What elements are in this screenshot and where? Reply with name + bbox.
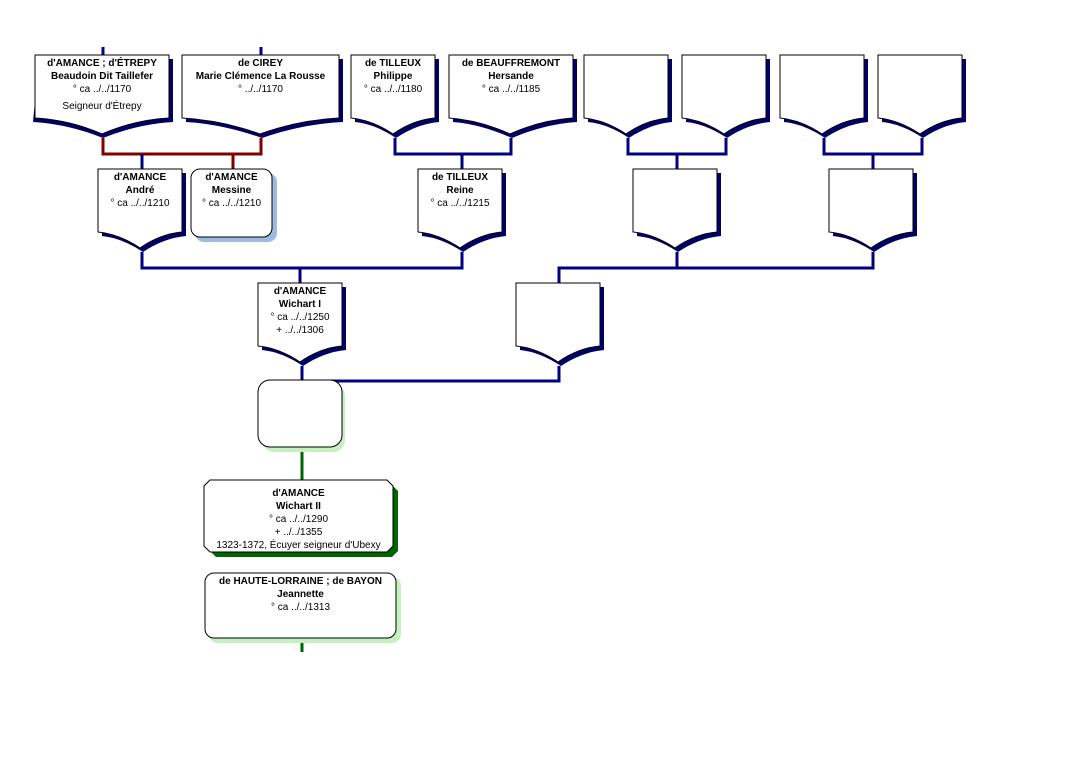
surname: de TILLEUX: [431, 172, 489, 183]
box-descendant: [203, 479, 398, 557]
box-andre[interactable]: [97, 168, 183, 249]
person-marie-clemence: de CIREY Marie Clémence La Rousse ° ../.…: [182, 56, 339, 96]
death-date: + ../../1306: [276, 325, 324, 336]
surname: d'AMANCE: [272, 488, 325, 499]
couple-line-empty-1: [626, 138, 728, 170]
birth-date: ° ca ../../1313: [270, 602, 331, 613]
box-jeannette[interactable]: [204, 572, 397, 639]
birth-date: ° ca ../../1210: [110, 198, 170, 209]
surname: de HAUTE-LORRAINE ; de BAYON: [219, 576, 382, 587]
birth-date: ° ca ../../1185: [481, 84, 541, 95]
box-center-person[interactable]: [257, 379, 343, 448]
birth-date: ° ca ../../1180: [363, 84, 423, 95]
couple-line-wichart1: [140, 252, 464, 284]
person-messine: d'AMANCE Messine ° ca ../../1210: [191, 170, 272, 210]
box-gen3: [97, 168, 917, 252]
box-philippe[interactable]: [350, 54, 436, 135]
surname: de TILLEUX: [364, 58, 422, 69]
given-name: Beaudoin Dit Taillefer: [50, 71, 154, 82]
box-empty-4[interactable]: [828, 168, 914, 249]
box-messine[interactable]: [190, 168, 273, 238]
person-andre: d'AMANCE André ° ca ../../1210: [98, 170, 182, 210]
person-beaudoin: d'AMANCE ; d'ÉTREPY Beaudoin Dit Taillef…: [35, 56, 169, 113]
note: Seigneur d'Étrepy: [62, 101, 142, 112]
person-wichart1: d'AMANCE Wichart I ° ca ../../1250 + ../…: [258, 284, 342, 337]
given-name: Reine: [446, 185, 474, 196]
box-gen2: [257, 282, 604, 366]
given-name: Hersande: [488, 71, 534, 82]
couple-line-tilleux: [393, 138, 513, 170]
given-name: Wichart II: [276, 501, 321, 512]
surname: d'AMANCE: [113, 172, 167, 183]
couple-line-amance: [101, 138, 263, 170]
couple-line-center: [300, 366, 561, 383]
given-name: Messine: [211, 185, 252, 196]
connector-lines: [101, 47, 924, 652]
note: 1323-1372, Écuyer seigneur d'Ubexy: [216, 540, 381, 551]
death-date: + ../../1355: [274, 527, 323, 538]
surname: de BEAUFFREMONT: [461, 58, 561, 69]
box-empty-2b[interactable]: [877, 54, 963, 135]
person-jeannette: de HAUTE-LORRAINE ; de BAYON Jeannette °…: [205, 574, 396, 614]
box-gen4: [33, 54, 966, 138]
given-name: Jeannette: [277, 589, 324, 600]
person-wichart2: d'AMANCE Wichart II ° ca ../../1290 + ..…: [204, 486, 393, 552]
surname: d'AMANCE: [205, 172, 258, 183]
birth-date: ° ca ../../1210: [201, 198, 262, 209]
birth-date: ° ../../1170: [238, 84, 283, 95]
surname: d'AMANCE ; d'ÉTREPY: [47, 58, 157, 69]
box-beaudoin[interactable]: [34, 54, 170, 135]
birth-date: ° ca ../../1290: [268, 514, 329, 525]
given-name: Philippe: [373, 71, 413, 82]
given-name: Marie Clémence La Rousse: [195, 71, 326, 82]
box-reine[interactable]: [417, 168, 503, 249]
box-empty-1a[interactable]: [583, 54, 669, 135]
box-marie-clemence[interactable]: [181, 54, 340, 135]
given-name: Wichart I: [278, 299, 322, 310]
person-hersande: de BEAUFFREMONT Hersande ° ca ../../1185: [449, 56, 573, 96]
box-spouse: [204, 572, 401, 643]
birth-date: ° ca ../../1215: [430, 198, 490, 209]
box-empty-1b[interactable]: [681, 54, 767, 135]
couple-line-empty-2: [822, 138, 924, 170]
couple-line-empty-3: [557, 252, 875, 284]
birth-date: ° ca ../../1250: [270, 312, 330, 323]
surname: d'AMANCE: [273, 286, 327, 297]
box-root: [257, 379, 345, 452]
birth-date: ° ca ../../1170: [72, 84, 132, 95]
box-wichart1[interactable]: [257, 282, 343, 363]
person-reine: de TILLEUX Reine ° ca ../../1215: [418, 170, 502, 210]
box-empty-5[interactable]: [515, 282, 601, 363]
surname: de CIREY: [237, 58, 283, 69]
given-name: André: [125, 185, 155, 196]
box-wichart2[interactable]: [203, 479, 394, 553]
person-philippe: de TILLEUX Philippe ° ca ../../1180: [351, 56, 435, 96]
box-hersande[interactable]: [448, 54, 574, 135]
box-empty-3[interactable]: [632, 168, 718, 249]
box-empty-2a[interactable]: [779, 54, 865, 135]
